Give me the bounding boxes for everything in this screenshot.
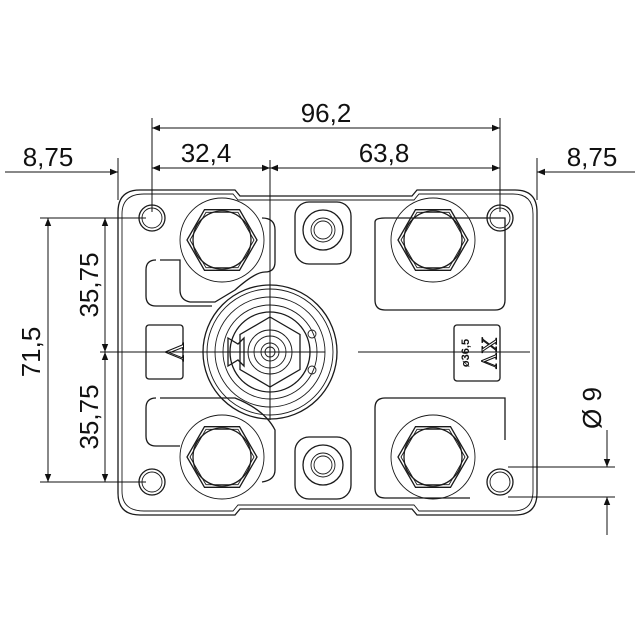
port-fittings — [179, 197, 476, 500]
dimension-lines — [5, 124, 635, 535]
pockets — [145, 217, 506, 499]
bosses — [294, 201, 352, 500]
dim-overall-width: 96,2 — [301, 98, 352, 128]
flange-plate — [117, 189, 538, 516]
extension-lines — [40, 118, 615, 498]
dim-overall-height: 71,5 — [16, 327, 46, 378]
dim-hole-diameter: Ø 9 — [577, 387, 607, 429]
dim-left-edge: 8,75 — [23, 142, 74, 172]
dim-center-to-right: 63,8 — [359, 138, 410, 168]
mark-xv-text: XV — [477, 337, 502, 369]
mark-right: ø36,5 XV — [453, 324, 502, 382]
dim-right-edge: 8,75 — [567, 142, 618, 172]
dim-upper-half: 35,75 — [74, 252, 104, 317]
dim-lower-half: 35,75 — [74, 384, 104, 449]
pilot-diameter-text: ø36,5 — [460, 339, 472, 367]
dim-left-to-center: 32,4 — [181, 138, 232, 168]
center-lines — [100, 160, 530, 420]
